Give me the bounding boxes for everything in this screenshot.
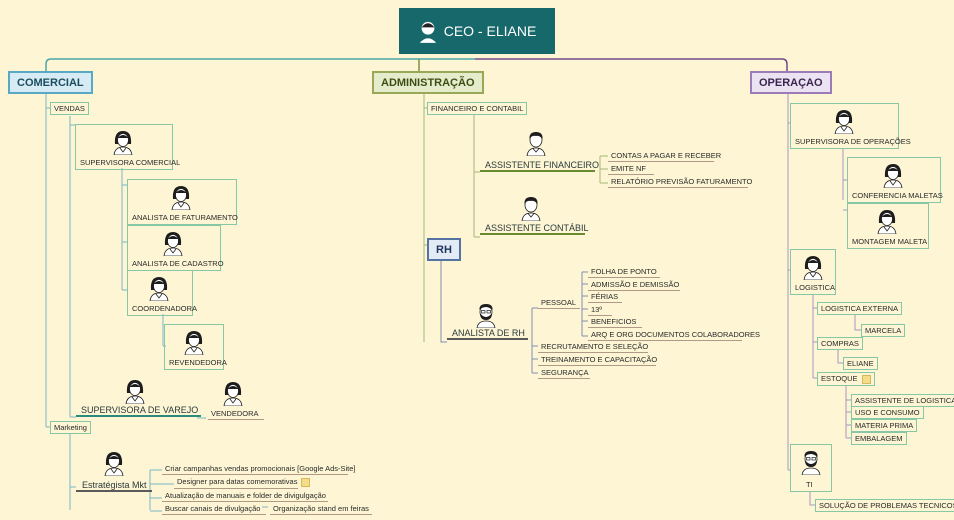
node-label: LOGISTICA — [795, 283, 836, 292]
node-label: REVENDEDORA — [169, 358, 227, 367]
person-icon — [521, 196, 541, 221]
person-icon — [877, 209, 897, 234]
node-supervisora-varejo[interactable]: SUPERVISORA DE VAREJO — [76, 405, 201, 417]
person-icon — [184, 330, 204, 355]
node-label: MONTAGEM MALETA — [852, 237, 928, 246]
person-icon — [125, 379, 145, 404]
node-analista-rh[interactable]: ANALISTA DE RH — [447, 328, 528, 340]
node-label: ANALISTA DE CADASTRO — [132, 259, 224, 268]
task-item[interactable]: Buscar canais de divulgação — [162, 503, 266, 515]
task-item[interactable]: TREINAMENTO E CAPACITAÇÃO — [538, 354, 657, 366]
node-compras[interactable]: COMPRAS — [817, 337, 863, 350]
node-estoque[interactable]: ESTOQUE — [817, 372, 875, 386]
task-item[interactable]: Designer para datas comemorativas — [174, 476, 311, 489]
task-label: Designer para datas comemorativas — [177, 477, 298, 486]
node-label: CONFERENCIA MALETAS — [852, 191, 943, 200]
node-assistente-financeiro[interactable]: ASSISTENTE FINANCEIRO — [480, 160, 599, 172]
node-marcela[interactable]: MARCELA — [861, 324, 906, 337]
task-item[interactable]: 13º — [588, 304, 612, 316]
person-icon — [223, 381, 243, 406]
node-revendedora[interactable]: REVENDEDORA — [164, 324, 227, 370]
task-item[interactable]: EMITE NF — [608, 163, 654, 175]
person-icon — [149, 276, 169, 301]
task-item[interactable]: SEGURANÇA — [538, 367, 590, 379]
task-item[interactable]: USO E CONSUMO — [851, 406, 924, 419]
person-icon — [834, 109, 854, 134]
person-icon — [419, 21, 436, 43]
task-item[interactable]: BENEFICIOS — [588, 316, 642, 328]
task-item[interactable]: FOLHA DE PONTO — [588, 266, 660, 278]
person-icon — [113, 130, 133, 155]
person-icon — [163, 231, 183, 256]
category-comercial[interactable]: COMERCIAL — [8, 71, 93, 94]
node-coordenadora[interactable]: COORDENADORA — [127, 270, 197, 316]
node-pessoal[interactable]: PESSOAL — [538, 297, 580, 309]
node-eliane[interactable]: ELIANE — [843, 357, 878, 370]
note-icon — [301, 477, 311, 487]
task-item[interactable]: SOLUÇÃO DE PROBLEMAS TECNICOS — [815, 499, 954, 512]
node-analista-cadastro[interactable]: ANALISTA DE CADASTRO — [127, 225, 224, 271]
task-item[interactable]: RECRUTAMENTO E SELEÇÃO — [538, 341, 648, 353]
note-icon — [861, 374, 871, 384]
node-logistica[interactable]: LOGISTICA — [790, 249, 836, 295]
person-icon — [883, 163, 903, 188]
node-conferencia[interactable]: CONFERENCIA MALETAS — [847, 157, 943, 203]
node-supervisora-operacoes[interactable]: SUPERVISORA DE OPERAÇÕES — [790, 103, 911, 149]
node-analista-faturamento[interactable]: ANALISTA DE FATURAMENTO — [127, 179, 238, 225]
node-label: SUPERVISORA DE OPERAÇÕES — [795, 137, 911, 146]
node-marketing[interactable]: Marketing — [50, 421, 91, 434]
task-item[interactable]: ADMISSÃO E DEMISSÃO — [588, 279, 680, 291]
root-title: CEO - ELIANE — [443, 23, 537, 39]
task-item[interactable]: Organização stand em feiras — [270, 503, 372, 515]
category-operacao[interactable]: OPERAÇAO — [750, 71, 832, 94]
person-icon — [526, 131, 546, 156]
person-icon — [801, 450, 821, 475]
node-estrategista[interactable]: Estratégista Mkt — [76, 480, 152, 492]
node-vendedora[interactable]: VENDEDORA — [208, 408, 264, 420]
node-assistente-contabil[interactable]: ASSISTENTE CONTÁBIL — [480, 223, 589, 235]
task-item[interactable]: MATERIA PRIMA — [851, 419, 918, 432]
task-item[interactable]: RELATÓRIO PREVISÃO FATURAMENTO — [608, 176, 752, 188]
node-label: SUPERVISORA COMERCIAL — [80, 158, 181, 167]
node-label: TI — [806, 480, 813, 489]
node-financeiro[interactable]: FINANCEIRO E CONTABIL — [427, 102, 528, 115]
node-montagem[interactable]: MONTAGEM MALETA — [847, 203, 929, 249]
category-rh[interactable]: RH — [427, 238, 461, 261]
task-item[interactable]: ARQ E ORG DOCUMENTOS COLABORADORES — [588, 329, 760, 341]
root-node[interactable]: CEO - ELIANE — [399, 8, 555, 54]
node-supervisora-comercial[interactable]: SUPERVISORA COMERCIAL — [75, 124, 180, 170]
task-item[interactable]: Criar campanhas vendas promocionais [Goo… — [162, 463, 356, 475]
task-item[interactable]: FÉRIAS — [588, 291, 622, 303]
node-label: ANALISTA DE FATURAMENTO — [132, 213, 238, 222]
task-item[interactable]: CONTAS A PAGAR E RECEBER — [608, 150, 721, 162]
node-vendas[interactable]: VENDAS — [50, 102, 89, 115]
task-item[interactable]: Atualização de manuais e folder de divig… — [162, 490, 328, 502]
node-label: COORDENADORA — [132, 304, 198, 313]
node-label: ESTOQUE — [821, 374, 858, 383]
node-logistica-externa[interactable]: LOGISTICA EXTERNA — [817, 302, 903, 315]
person-icon — [476, 303, 496, 328]
node-ti[interactable]: TI — [790, 444, 832, 492]
category-administracao[interactable]: ADMINISTRAÇÃO — [372, 71, 484, 94]
task-item[interactable]: EMBALAGEM — [851, 432, 907, 445]
person-icon — [171, 185, 191, 210]
person-icon — [803, 255, 823, 280]
person-icon — [104, 451, 124, 476]
